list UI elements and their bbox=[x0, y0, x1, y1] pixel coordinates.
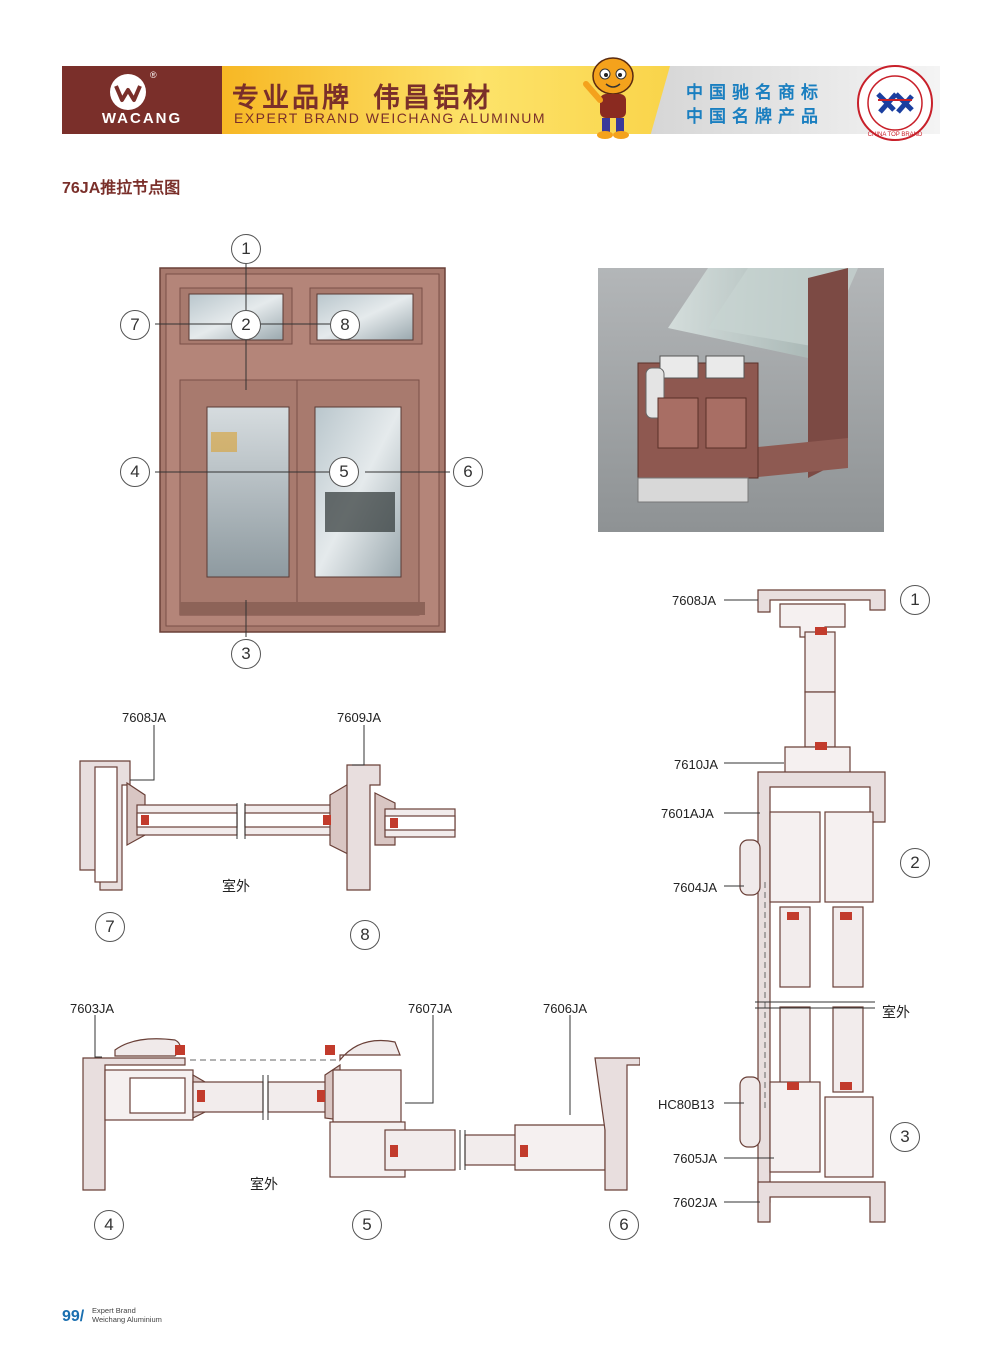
node-marker-2: 2 bbox=[231, 310, 261, 340]
section-detail-1-2-3 bbox=[739, 589, 886, 1223]
node-marker-5: 5 bbox=[329, 457, 359, 487]
detail-marker-5: 5 bbox=[352, 1210, 382, 1240]
registered-mark: ® bbox=[150, 70, 157, 80]
detail-marker-1: 1 bbox=[900, 585, 930, 615]
seal-text: CHINA TOP BRAND bbox=[868, 132, 923, 138]
part-label-7610ja: 7610JA bbox=[674, 757, 719, 772]
banner-slogan-band bbox=[190, 66, 670, 134]
outdoor-label-4-5-6: 室外 bbox=[250, 1176, 278, 1192]
part-label-7604ja: 7604JA bbox=[673, 880, 718, 895]
node-marker-7: 7 bbox=[120, 310, 150, 340]
brand-name: WACANG bbox=[101, 110, 183, 127]
brand-logo-block: ® WACANG bbox=[62, 66, 222, 134]
section-detail-7-8 bbox=[79, 760, 456, 891]
node-marker-8: 8 bbox=[330, 310, 360, 340]
outdoor-label-1-2-3: 室外 bbox=[882, 1004, 910, 1020]
node-marker-3: 3 bbox=[231, 639, 261, 669]
slogan-english: EXPERT BRAND WEICHANG ALUMINUM bbox=[234, 110, 547, 126]
detail-marker-8: 8 bbox=[350, 920, 380, 950]
part-label-7606ja: 7606JA bbox=[543, 1001, 588, 1016]
wacang-logo-icon bbox=[110, 74, 146, 110]
award-line-2: 中国名牌产品 bbox=[686, 107, 824, 126]
profile-3d-render bbox=[598, 268, 884, 532]
part-label-7608ja: 7608JA bbox=[122, 710, 167, 725]
page-title: 76JA推拉节点图 bbox=[62, 180, 181, 197]
part-label-7601aja: 7601AJA bbox=[661, 806, 714, 821]
footer-brand-text: Expert Brand Weichang Aluminium bbox=[92, 1306, 162, 1324]
part-label-7603ja: 7603JA bbox=[70, 1001, 115, 1016]
footer-line-1: Expert Brand bbox=[92, 1306, 136, 1315]
node-marker-6: 6 bbox=[453, 457, 483, 487]
slogan-chinese: 专业品牌 伟昌铝材 bbox=[232, 83, 494, 113]
china-top-brand-seal-icon: CHINA TOP BRAND bbox=[856, 64, 934, 142]
detail-marker-3: 3 bbox=[890, 1122, 920, 1152]
part-label-7607ja: 7607JA bbox=[408, 1001, 453, 1016]
section-detail-4-5-6 bbox=[82, 1038, 640, 1191]
part-label-hc80b13: HC80B13 bbox=[658, 1097, 715, 1112]
detail-marker-7: 7 bbox=[95, 912, 125, 942]
tiger-mascot-icon bbox=[578, 54, 648, 140]
leader-lines-4-5-6 bbox=[94, 1015, 571, 1115]
part-label-7602ja: 7602JA bbox=[673, 1195, 718, 1210]
award-line-1: 中国驰名商标 bbox=[686, 83, 824, 102]
outdoor-label-7-8: 室外 bbox=[222, 878, 250, 894]
page-number: 99/ bbox=[62, 1308, 85, 1325]
node-marker-1: 1 bbox=[231, 234, 261, 264]
detail-marker-6: 6 bbox=[609, 1210, 639, 1240]
leader-lines-7-8 bbox=[130, 725, 365, 781]
detail-marker-2: 2 bbox=[900, 848, 930, 878]
detail-marker-4: 4 bbox=[94, 1210, 124, 1240]
node-marker-4: 4 bbox=[120, 457, 150, 487]
leader-lines-1-2-3 bbox=[724, 599, 784, 1203]
part-label-7608ja-vertical: 7608JA bbox=[672, 593, 717, 608]
part-label-7609ja: 7609JA bbox=[337, 710, 382, 725]
part-label-7605ja: 7605JA bbox=[673, 1151, 718, 1166]
window-elevation-drawing bbox=[155, 262, 450, 637]
footer-line-2: Weichang Aluminium bbox=[92, 1315, 162, 1324]
